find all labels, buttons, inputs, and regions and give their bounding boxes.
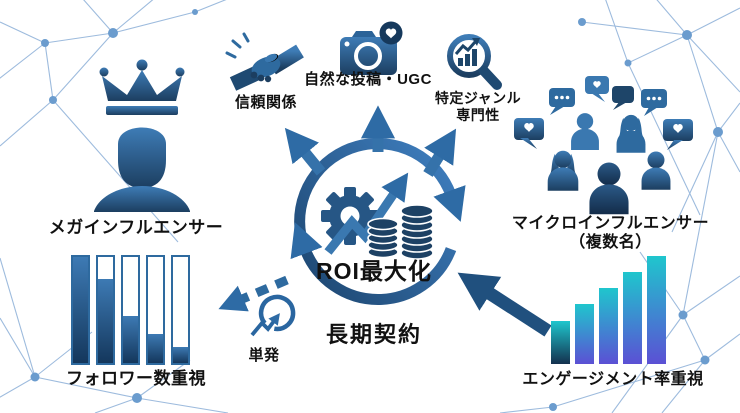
bar <box>71 255 90 365</box>
bar <box>171 255 190 365</box>
bar <box>146 255 165 365</box>
magnifier-chart-icon <box>447 34 502 90</box>
one-shot-arrow-icon <box>250 294 296 337</box>
follower-bar-chart <box>71 255 193 365</box>
follower-count-label: フォロワー数重視 <box>66 369 206 388</box>
roi-maximization-label: ROI最大化 <box>316 258 432 284</box>
speech-bubble-dots-icon <box>641 89 667 116</box>
speech-bubble-icon <box>612 86 634 110</box>
ugc-label: 自然な投稿・UGC <box>304 71 432 88</box>
gear-growth-coins-icon <box>321 172 434 260</box>
speech-bubble-heart-icon <box>663 119 693 150</box>
camera-heart-icon <box>340 21 403 75</box>
arrow-inbound-engagement <box>457 272 552 337</box>
bar <box>121 255 140 365</box>
cycle-arrows-icon <box>218 105 552 337</box>
speech-bubble-heart-icon <box>514 118 544 149</box>
arrow-up-right <box>423 128 457 177</box>
people-group-icon <box>514 76 693 215</box>
speech-bubble-heart-icon <box>585 76 609 102</box>
crown-influencer-icon <box>94 59 190 212</box>
person-icon <box>589 162 629 215</box>
bar <box>551 320 570 364</box>
bar <box>96 255 115 365</box>
speech-bubble-dots-icon <box>549 88 575 115</box>
one-shot-label: 単発 <box>248 347 280 364</box>
handshake-icon <box>225 32 304 91</box>
person-icon <box>641 151 671 190</box>
genre-label-line2: 専門性 <box>456 107 500 123</box>
long-term-contract-label: 長期契約 <box>325 322 422 347</box>
arrow-up-left <box>284 127 326 176</box>
bar <box>647 256 666 364</box>
micro-influencer-label-line2: （複数名） <box>569 234 652 251</box>
engagement-bar-chart <box>551 256 671 364</box>
trust-label: 信頼関係 <box>234 94 297 111</box>
mega-influencer-label: メガインフルエンサー <box>48 218 224 237</box>
bar <box>623 272 642 364</box>
genre-label-line1: 特定ジャンル <box>434 90 522 106</box>
engagement-rate-label: エンゲージメント率重視 <box>522 371 704 388</box>
bar <box>599 288 618 364</box>
bar <box>575 303 594 364</box>
person-icon <box>547 150 579 191</box>
person-icon <box>571 113 599 151</box>
person-icon <box>616 114 646 153</box>
micro-influencer-label-line1: マイクロインフルエンサー <box>511 215 710 232</box>
arrow-dashed-one-shot <box>218 275 289 312</box>
